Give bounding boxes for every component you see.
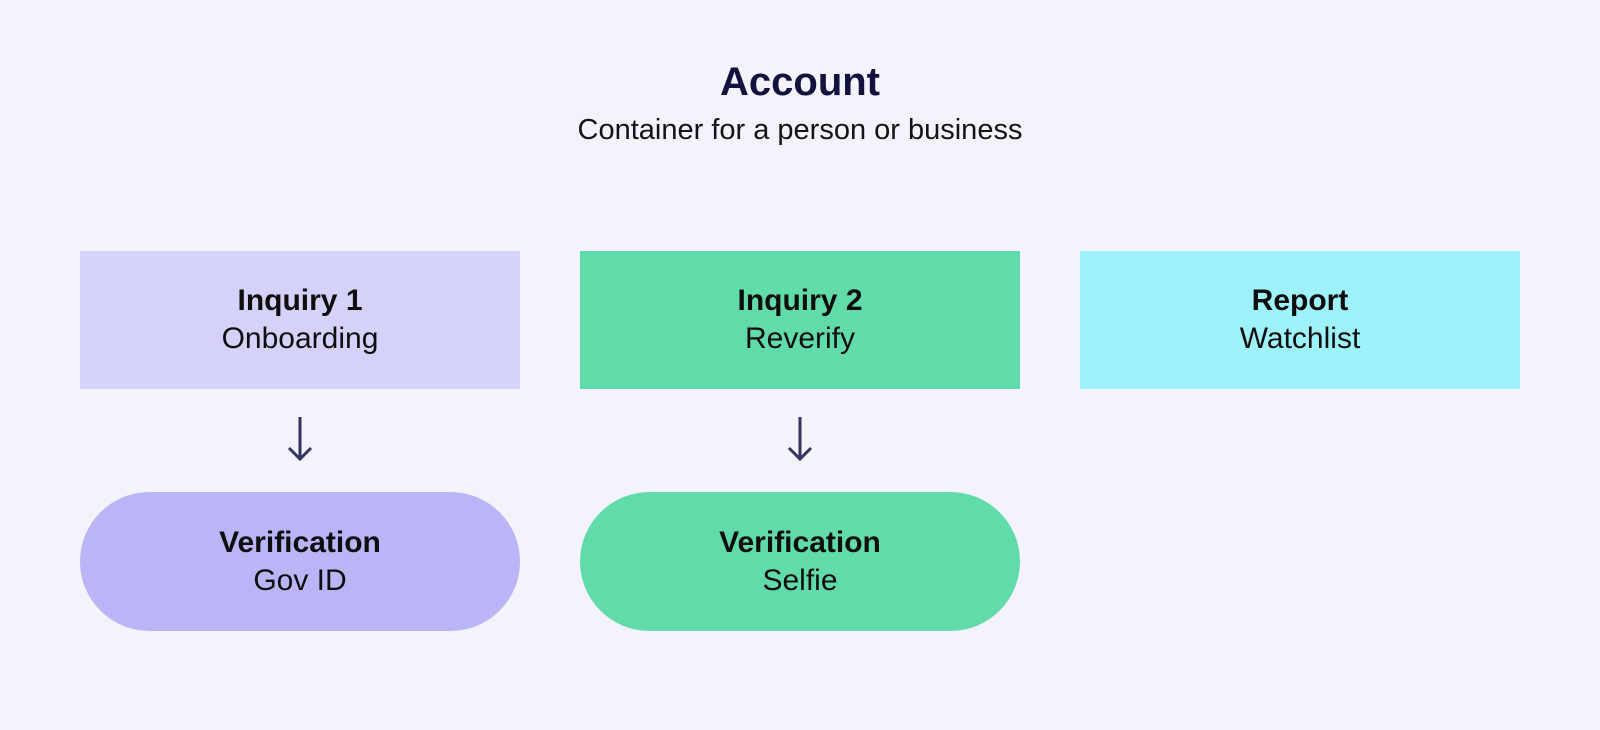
node-verification-selfie: Verification Selfie <box>580 492 1020 631</box>
page-subtitle: Container for a person or business <box>577 114 1023 146</box>
node-inquiry-2-subtitle: Reverify <box>744 322 856 355</box>
node-report-title: Report <box>1251 284 1349 317</box>
node-verification-gov-id: Verification Gov ID <box>80 492 520 631</box>
node-inquiry-1-title: Inquiry 1 <box>237 284 363 317</box>
node-report: Report Watchlist <box>1080 251 1520 389</box>
node-verification-gov-id-title: Verification <box>219 525 381 559</box>
node-inquiry-2: Inquiry 2 Reverify <box>580 251 1020 389</box>
node-verification-selfie-subtitle: Selfie <box>762 563 838 597</box>
down-arrow-icon <box>284 415 316 463</box>
node-report-subtitle: Watchlist <box>1239 322 1361 355</box>
node-verification-selfie-title: Verification <box>719 525 881 559</box>
node-inquiry-2-title: Inquiry 2 <box>737 284 863 317</box>
node-inquiry-1: Inquiry 1 Onboarding <box>80 251 520 389</box>
down-arrow-icon <box>784 415 816 463</box>
node-inquiry-1-subtitle: Onboarding <box>221 322 379 355</box>
node-verification-gov-id-subtitle: Gov ID <box>253 563 347 597</box>
page-title: Account <box>720 60 880 104</box>
